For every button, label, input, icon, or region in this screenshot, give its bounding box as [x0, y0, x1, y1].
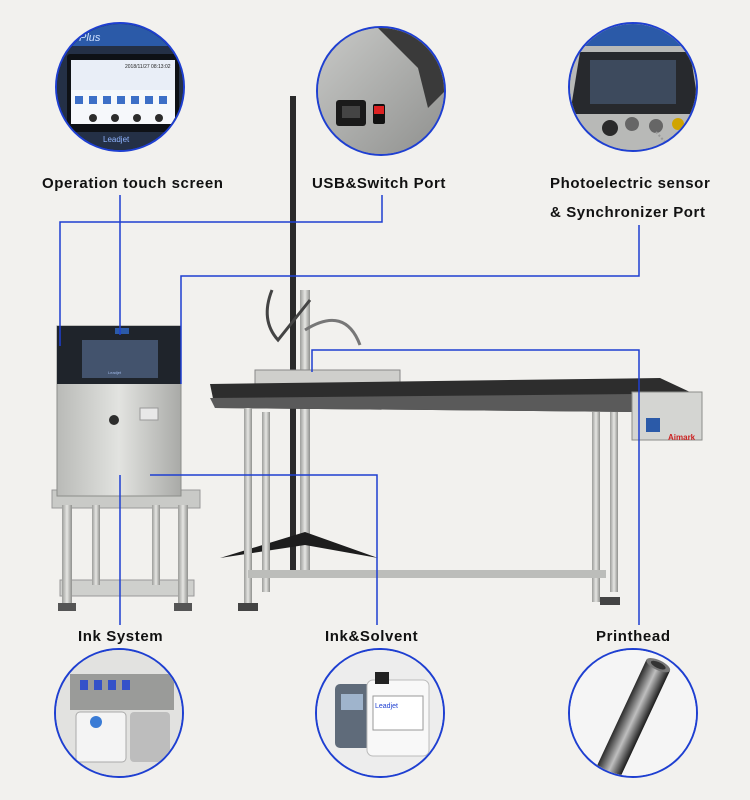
label-printhead: Printhead — [596, 628, 671, 645]
screen-plus-text: Plus — [79, 32, 101, 44]
label-usb-switch: USB&Switch Port — [312, 175, 447, 192]
label-ink-system: Ink System — [78, 628, 164, 645]
conveyor-brand-text: Aimark — [668, 433, 696, 442]
touch-screen-closeup: Plus 2018/11/27 08:13:02 Leadjet — [55, 22, 185, 152]
printhead-closeup — [568, 648, 698, 778]
machine-brand-text: Leadjet — [108, 370, 122, 375]
bottle-brand-text: Leadjet — [375, 703, 398, 710]
sensor-port-closeup — [568, 22, 698, 152]
label-touch-screen: Operation touch screen — [42, 175, 224, 192]
screen-date-text: 2018/11/27 08:13:02 — [125, 64, 171, 70]
label-photoelectric-line1: Photoelectric sensor — [550, 175, 711, 192]
ink-solvent-closeup: Leadjet — [315, 648, 445, 778]
screen-brand-text: Leadjet — [103, 135, 130, 144]
usb-switch-closeup — [316, 26, 446, 156]
label-photoelectric-line2: & Synchronizer Port — [550, 204, 706, 221]
label-ink-solvent: Ink&Solvent — [325, 628, 419, 645]
ink-system-closeup — [54, 648, 184, 778]
